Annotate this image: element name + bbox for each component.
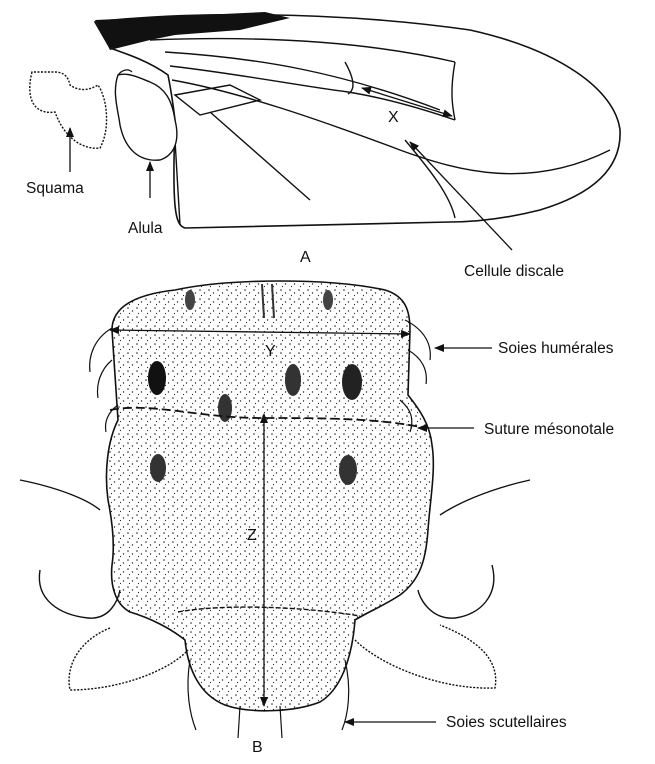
panel-letter-a: A [300, 249, 311, 266]
measure-x-label: X [388, 109, 399, 126]
panel-letter-b: B [252, 739, 263, 756]
squama-label: Squama [26, 180, 84, 197]
suture-mesonotale-label: Suture mésonotale [484, 421, 614, 438]
soies-humerales-label: Soies humérales [498, 340, 614, 357]
squama-drawing [30, 72, 107, 148]
alula-label: Alula [128, 220, 163, 237]
alula-drawing [115, 70, 176, 160]
soies-scutellaires-label: Soies scutellaires [446, 714, 567, 731]
measure-z-label: Z [247, 527, 257, 544]
measure-y-label: Y [265, 343, 276, 360]
cellule-discale-label: Cellule discale [464, 263, 564, 280]
